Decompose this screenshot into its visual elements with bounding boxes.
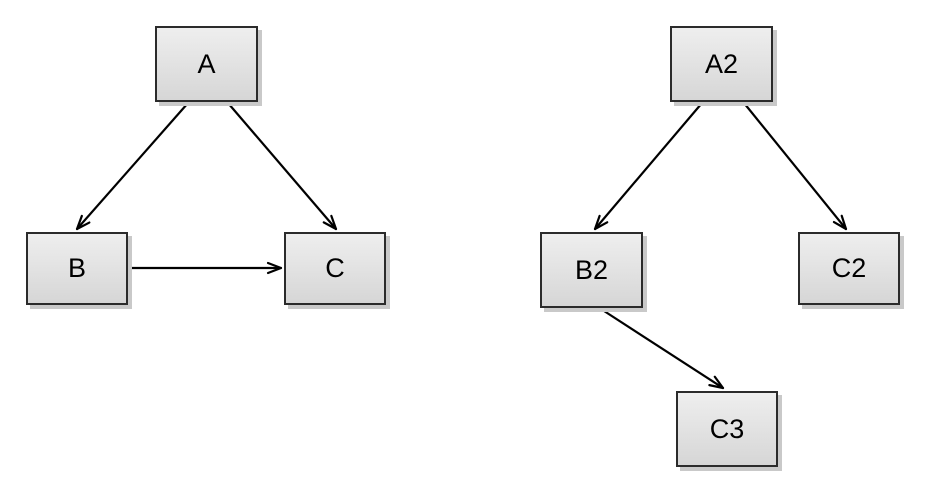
edge-line — [77, 102, 189, 229]
edge-line — [227, 102, 336, 229]
arrowhead-stroke — [593, 214, 601, 231]
node-label: C — [325, 253, 345, 283]
arrowhead-stroke — [330, 214, 338, 231]
edge-a-to-c[interactable] — [227, 102, 338, 231]
node-label: B2 — [574, 254, 609, 285]
arrowhead-stroke — [840, 214, 848, 231]
node-b2[interactable]: B2 — [540, 232, 643, 308]
node-c2[interactable]: C2 — [798, 232, 900, 305]
node-a[interactable]: A — [155, 26, 258, 102]
node-c[interactable]: C — [284, 232, 386, 305]
arrowhead-stroke — [266, 261, 283, 270]
node-label: A2 — [704, 48, 739, 79]
arrowhead-stroke — [75, 221, 91, 231]
arrowhead-stroke — [593, 221, 609, 231]
edge-a2-to-b2[interactable] — [593, 102, 703, 231]
edge-a-to-b[interactable] — [75, 102, 189, 231]
node-b[interactable]: B — [26, 232, 128, 305]
node-c3[interactable]: C3 — [676, 391, 778, 467]
edge-line — [595, 102, 703, 229]
node-label: B — [67, 253, 86, 283]
edge-line — [743, 102, 846, 229]
arrowhead-stroke — [832, 220, 848, 231]
edge-a2-to-c2[interactable] — [743, 102, 848, 231]
edge-b-to-c[interactable] — [130, 261, 283, 275]
arrowhead-stroke — [322, 221, 338, 231]
node-label: C3 — [709, 413, 745, 444]
edge-line — [600, 308, 722, 388]
node-a2[interactable]: A2 — [670, 26, 773, 102]
node-label: C2 — [831, 253, 867, 283]
arrowhead-stroke — [713, 375, 725, 390]
arrowhead-stroke — [708, 384, 725, 390]
edge-b2-to-c3[interactable] — [600, 308, 725, 390]
arrowhead-stroke — [75, 214, 83, 231]
node-label: A — [197, 48, 216, 79]
arrowhead-stroke — [266, 266, 283, 275]
